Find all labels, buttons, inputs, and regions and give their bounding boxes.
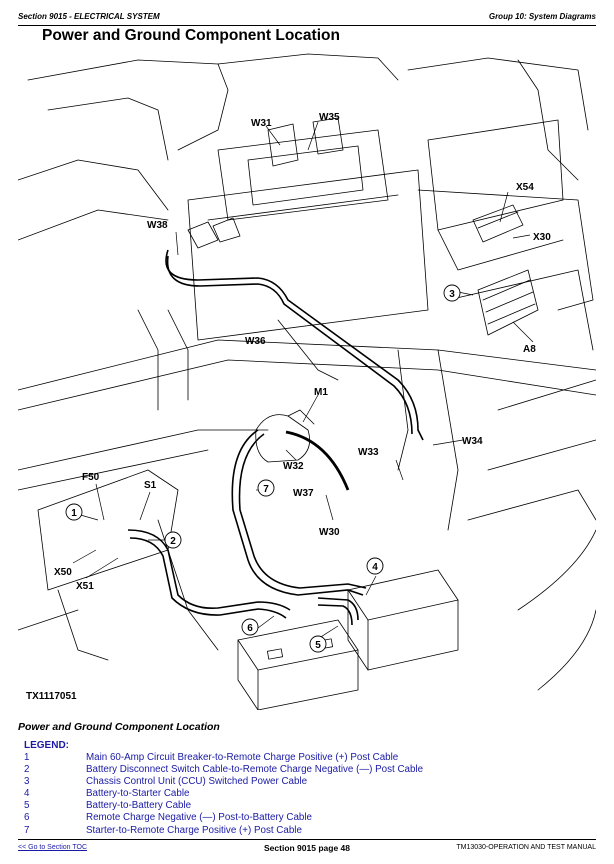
label-m1: M1 bbox=[314, 387, 328, 398]
legend-number: 7 bbox=[24, 824, 30, 836]
header-group: Group 10: System Diagrams bbox=[488, 12, 596, 21]
page-footer: << Go to Section TOC Section 9015 page 4… bbox=[18, 843, 596, 857]
callout-4: 4 bbox=[372, 562, 378, 573]
label-x54: X54 bbox=[516, 182, 534, 193]
legend-item: 4 Battery-to-Starter Cable bbox=[24, 788, 584, 800]
label-w30: W30 bbox=[319, 527, 340, 538]
legend-number: 4 bbox=[24, 788, 30, 800]
legend-title: LEGEND: bbox=[24, 740, 69, 751]
label-w38: W38 bbox=[147, 220, 168, 231]
legend-number: 2 bbox=[24, 764, 30, 776]
figure-caption: Power and Ground Component Location bbox=[18, 721, 220, 733]
callout-3: 3 bbox=[449, 289, 455, 300]
legend-number: 3 bbox=[24, 776, 30, 788]
label-w36: W36 bbox=[245, 336, 266, 347]
component-labels: W31 W35 W38 X54 X30 A8 W36 M1 W32 W37 W3… bbox=[26, 112, 551, 702]
label-w32: W32 bbox=[283, 461, 304, 472]
legend-item: 7 Starter-to-Remote Charge Positive (+) … bbox=[24, 825, 584, 837]
line-drawing: 1 2 3 4 5 6 7 W31 W35 W38 X54 X30 A8 W36… bbox=[18, 53, 596, 710]
legend-item: 1 Main 60-Amp Circuit Breaker-to-Remote … bbox=[24, 752, 584, 764]
legend-item: 3 Chassis Control Unit (CCU) Switched Po… bbox=[24, 776, 584, 788]
label-w34: W34 bbox=[462, 436, 483, 447]
label-x30: X30 bbox=[533, 232, 551, 243]
label-w33: W33 bbox=[358, 447, 379, 458]
header-divider bbox=[18, 25, 596, 26]
callout-5: 5 bbox=[315, 640, 321, 651]
component-location-figure: 1 2 3 4 5 6 7 W31 W35 W38 X54 X30 A8 W36… bbox=[18, 50, 596, 710]
label-w35: W35 bbox=[319, 112, 340, 123]
footer-divider bbox=[18, 839, 596, 840]
manual-title: TM13030-OPERATION AND TEST MANUAL bbox=[456, 844, 596, 851]
label-f50: F50 bbox=[82, 472, 100, 483]
label-x51: X51 bbox=[76, 581, 94, 592]
label-s1: S1 bbox=[144, 480, 157, 491]
legend-description: Battery-to-Battery Cable bbox=[86, 800, 192, 812]
legend-list: 1 Main 60-Amp Circuit Breaker-to-Remote … bbox=[24, 752, 584, 837]
cable-routing bbox=[127, 249, 424, 626]
callout-6: 6 bbox=[247, 623, 253, 634]
legend-description: Main 60-Amp Circuit Breaker-to-Remote Ch… bbox=[86, 752, 399, 763]
legend-item: 5 Battery-to-Battery Cable bbox=[24, 800, 584, 812]
callout-circles bbox=[65, 284, 461, 653]
callout-7: 7 bbox=[263, 484, 269, 495]
legend-description: Remote Charge Negative (—) Post-to-Batte… bbox=[86, 812, 312, 824]
cable-w37 bbox=[285, 430, 350, 491]
label-x50: X50 bbox=[54, 567, 72, 578]
legend-number: 1 bbox=[24, 752, 30, 763]
machine-outline bbox=[18, 53, 596, 710]
callout-2: 2 bbox=[170, 536, 176, 547]
section-toc-link[interactable]: << Go to Section TOC bbox=[18, 844, 88, 851]
page-number: Section 9015 page 48 bbox=[264, 843, 350, 853]
page-header: Section 9015 - ELECTRICAL SYSTEM Group 1… bbox=[18, 12, 596, 26]
label-w31: W31 bbox=[251, 118, 272, 129]
legend-description: Chassis Control Unit (CCU) Switched Powe… bbox=[86, 776, 308, 788]
callout-1: 1 bbox=[71, 508, 77, 519]
legend-item: 2 Battery Disconnect Switch Cable-to-Rem… bbox=[24, 764, 584, 776]
callout-numbers: 1 2 3 4 5 6 7 bbox=[71, 289, 455, 651]
figure-id: TX1117051 bbox=[26, 691, 77, 702]
header-section: Section 9015 - ELECTRICAL SYSTEM bbox=[18, 12, 160, 21]
legend-description: Battery Disconnect Switch Cable-to-Remot… bbox=[86, 764, 424, 776]
legend-item: 6 Remote Charge Negative (—) Post-to-Bat… bbox=[24, 812, 584, 824]
legend-description: Starter-to-Remote Charge Positive (+) Po… bbox=[86, 824, 302, 836]
legend-number: 5 bbox=[24, 800, 30, 812]
page-title: Power and Ground Component Location bbox=[42, 27, 340, 44]
legend-number: 6 bbox=[24, 812, 30, 824]
legend-description: Battery-to-Starter Cable bbox=[86, 788, 190, 800]
label-w37: W37 bbox=[293, 488, 314, 499]
label-a8: A8 bbox=[523, 344, 536, 355]
